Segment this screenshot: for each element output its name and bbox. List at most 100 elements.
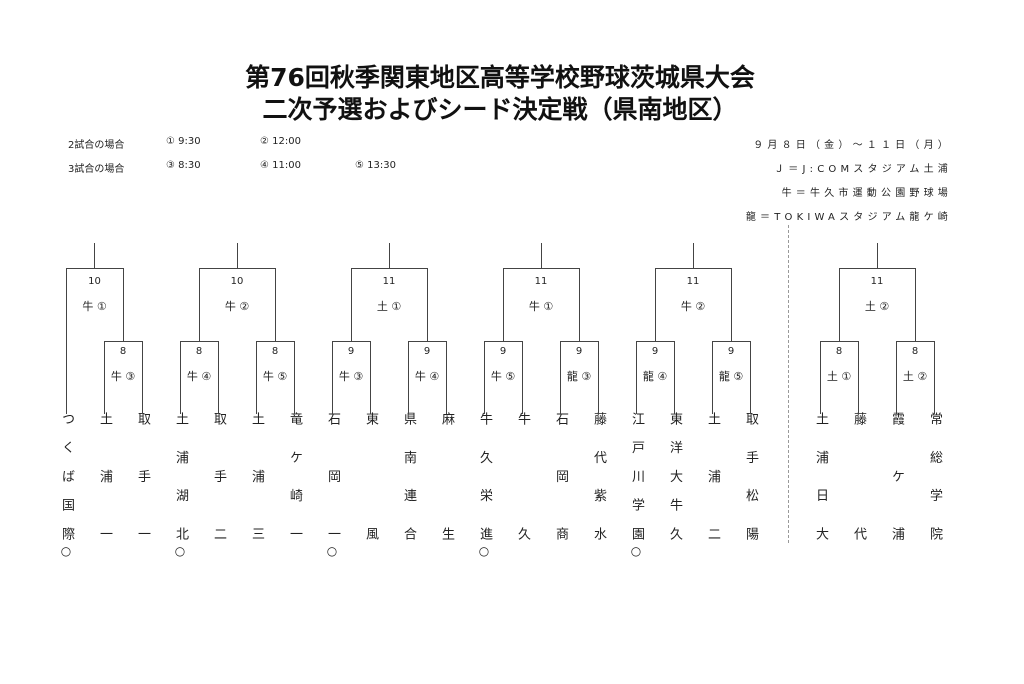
bracket-line	[255, 341, 257, 410]
match-slot: 土 ②	[902, 370, 928, 383]
team-name: 江戸川学園	[629, 412, 644, 540]
seed-mark: ○	[60, 544, 72, 558]
bracket-line	[502, 268, 504, 341]
bracket-line	[876, 243, 878, 268]
bracket-line	[635, 410, 637, 414]
seed-mark: ○	[174, 544, 186, 558]
bracket-line	[559, 341, 561, 410]
team-name: 取手二	[211, 412, 226, 540]
team-name: 石岡商	[553, 412, 568, 540]
bracket-line	[256, 340, 294, 342]
match-day: 11	[534, 276, 548, 287]
bracket-line	[503, 267, 579, 269]
bracket-line	[636, 340, 674, 342]
bracket-line	[445, 410, 447, 414]
bracket-line	[332, 340, 370, 342]
match-slot: 龍 ⑤	[718, 370, 744, 383]
date-range: ９月８日（金）～１１日（月）	[753, 140, 952, 151]
bracket-line	[94, 243, 96, 268]
bracket-line	[369, 341, 371, 410]
bracket-line	[654, 268, 656, 341]
bracket-line	[540, 243, 542, 268]
bracket-line	[388, 243, 390, 268]
bracket-line	[407, 341, 409, 410]
match-day: 8	[271, 346, 279, 357]
bracket-line	[141, 410, 143, 414]
bracket-line	[293, 410, 295, 414]
bracket-line	[199, 267, 275, 269]
bracket-line	[217, 341, 219, 410]
team-name: 麻生	[439, 412, 454, 540]
match-day: 8	[195, 346, 203, 357]
bracket-line	[635, 341, 637, 410]
bracket-line	[896, 340, 934, 342]
bracket-line	[198, 268, 200, 341]
team-name: 取手一	[135, 412, 150, 540]
match-slot: 土 ②	[864, 300, 890, 313]
team-name: 霞ケ浦	[889, 412, 904, 540]
bracket-line	[820, 340, 858, 342]
bracket-line	[895, 341, 897, 410]
bracket-line	[141, 341, 143, 410]
page-subtitle: 二次予選およびシード決定戦（県南地区）	[262, 95, 738, 124]
bracket-line	[673, 410, 675, 414]
bracket-line	[179, 410, 181, 414]
match-slot: 牛 ①	[82, 300, 107, 313]
match-day: 8	[911, 346, 919, 357]
schedule-time: ③ 8:30	[166, 160, 201, 171]
section-divider	[788, 225, 789, 543]
bracket-line	[483, 341, 485, 410]
team-name: 県南連合	[401, 412, 416, 540]
match-slot: 牛 ④	[186, 370, 212, 383]
match-slot: 土 ①	[826, 370, 852, 383]
bracket-line	[933, 410, 935, 414]
bracket-line	[122, 268, 124, 341]
team-name: 土浦湖北	[173, 412, 188, 540]
team-name: 土浦二	[705, 412, 720, 540]
bracket-line	[369, 410, 371, 414]
bracket-line	[408, 340, 446, 342]
bracket-line	[255, 410, 257, 414]
match-day: 10	[230, 276, 244, 287]
bracket-line	[180, 340, 218, 342]
match-slot: 龍 ④	[642, 370, 668, 383]
bracket-line	[673, 341, 675, 410]
bracket-line	[730, 268, 732, 341]
match-slot: 牛 ②	[680, 300, 706, 313]
match-day: 9	[575, 346, 583, 357]
match-day: 9	[347, 346, 355, 357]
bracket-line	[236, 243, 238, 268]
match-day: 11	[686, 276, 700, 287]
bracket-line	[445, 341, 447, 410]
team-name: 東洋大牛久	[667, 412, 682, 540]
team-name: 竜ケ崎一	[287, 412, 302, 540]
bracket-line	[597, 341, 599, 410]
bracket-line	[65, 410, 67, 414]
bracket-line	[749, 410, 751, 414]
bracket-line	[103, 341, 105, 410]
seed-mark: ○	[326, 544, 338, 558]
bracket-line	[819, 410, 821, 414]
bracket-line	[65, 268, 67, 410]
match-day: 9	[499, 346, 507, 357]
schedule-3-label: 3試合の場合	[68, 164, 125, 175]
bracket-line	[914, 268, 916, 341]
bracket-line	[104, 340, 142, 342]
bracket-line	[274, 268, 276, 341]
schedule-time: ② 12:00	[260, 136, 301, 147]
page-title: 第76回秋季関東地区高等学校野球茨城県大会	[245, 63, 755, 92]
match-slot: 牛 ③	[110, 370, 136, 383]
bracket-line	[560, 340, 598, 342]
team-name: 藤代紫水	[591, 412, 606, 540]
bracket-line	[578, 268, 580, 341]
bracket-line	[66, 267, 123, 269]
bracket-line	[711, 341, 713, 410]
bracket-line	[749, 341, 751, 410]
team-name: 取手松陽	[743, 412, 758, 540]
seed-mark: ○	[478, 544, 490, 558]
team-name: 石岡一	[325, 412, 340, 540]
bracket-line	[351, 267, 427, 269]
bracket-line	[103, 410, 105, 414]
bracket-line	[838, 268, 840, 341]
bracket-line	[521, 410, 523, 414]
